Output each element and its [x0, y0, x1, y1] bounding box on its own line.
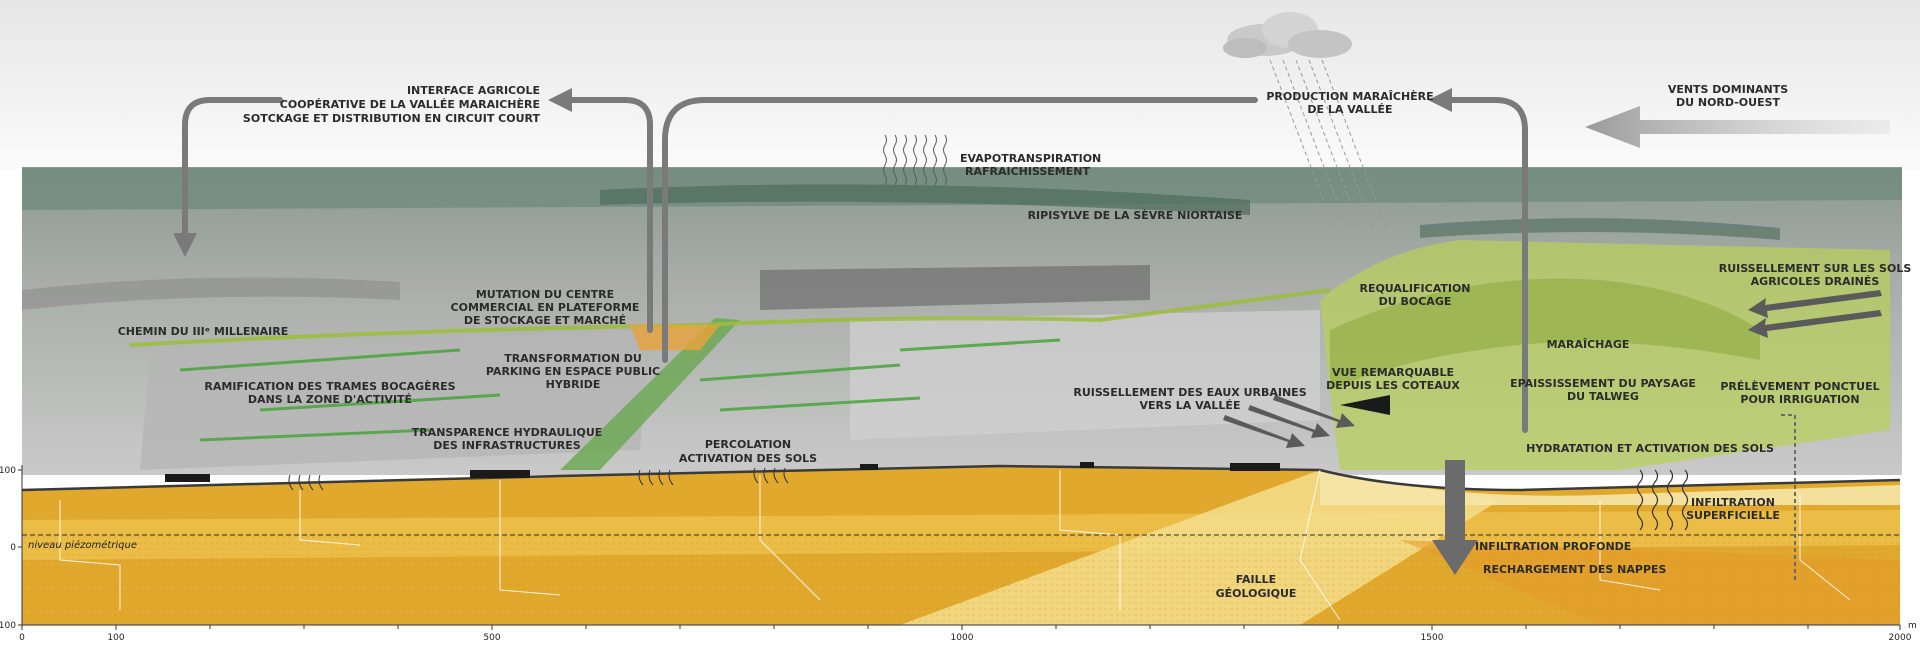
label-ripisylve: RIPISYLVE DE LA SÈVRE NIORTAISE: [1028, 209, 1243, 222]
label-requal-1: REQUALIFICATION: [1359, 282, 1470, 295]
label-interface-2: COOPÉRATIVE DE LA VALLÉE MARAICHÈRE: [280, 98, 540, 111]
label-infil-prof: INFILTRATION PROFONDE: [1475, 540, 1631, 553]
viewpoint-marker-icon: [1340, 395, 1390, 415]
x-tick-2000: 2000: [1889, 633, 1912, 643]
label-transfo-3: HYBRIDE: [546, 378, 601, 391]
label-vents-1: VENTS DOMINANTS: [1668, 83, 1788, 96]
label-epais-1: EPAISSISSEMENT DU PAYSAGE: [1510, 377, 1696, 390]
label-recharge: RECHARGEMENT DES NAPPES: [1483, 563, 1667, 576]
x-tick-0: 0: [19, 633, 25, 643]
y-tick-minus-100: -100: [0, 621, 16, 631]
label-infil-sup-2: SUPERFICIELLE: [1686, 509, 1780, 522]
x-tick-1500: 1500: [1421, 633, 1444, 643]
label-prelev-1: PRÉLÈVEMENT PONCTUEL: [1720, 380, 1879, 393]
building-footprints: [165, 462, 1280, 482]
x-tick-1000: 1000: [951, 633, 974, 643]
label-mutation-2: COMMERCIAL EN PLATEFORME: [451, 301, 640, 314]
label-evapo-1: EVAPOTRANSPIRATION: [960, 152, 1101, 165]
label-transp-1: TRANSPARENCE HYDRAULIQUE: [412, 426, 603, 439]
label-interface-1: INTERFACE AGRICOLE: [407, 84, 540, 97]
label-requal-2: DU BOCAGE: [1379, 295, 1452, 308]
x-tick-500: 500: [483, 633, 500, 643]
runoff-arrows: [1223, 290, 1882, 448]
irrigation-pump-arrow: [1780, 414, 1796, 580]
label-faille-2: GÉOLOGIQUE: [1216, 587, 1297, 600]
label-ruiss-agri-1: RUISSELLEMENT SUR LES SOLS: [1719, 262, 1912, 275]
label-interface-3: SOTCKAGE ET DISTRIBUTION EN CIRCUIT COUR…: [243, 112, 541, 125]
label-mutation-3: DE STOCKAGE ET MARCHÉ: [464, 314, 626, 327]
label-infil-sup-1: INFILTRATION: [1691, 496, 1775, 509]
label-vents-2: DU NORD-OUEST: [1676, 96, 1781, 109]
x-tick-100: 100: [107, 633, 124, 643]
label-maraichage: MARAÎCHAGE: [1547, 338, 1630, 351]
talweg-band: [1330, 278, 1760, 390]
label-percol-2: ACTIVATION DES SOLS: [679, 452, 817, 465]
label-vue-1: VUE REMARQUABLE: [1332, 366, 1454, 379]
wind-arrow-icon: [1585, 106, 1890, 148]
label-faille-1: FAILLE: [1236, 573, 1276, 586]
label-percol-1: PERCOLATION: [705, 438, 791, 451]
label-epais-2: DU TALWEG: [1567, 390, 1639, 403]
section-axes: 100 0 -100 0 100: [0, 465, 1917, 643]
percolation-icon: [288, 467, 789, 491]
sky: [0, 0, 1920, 170]
superficial-infiltration-icon: [1636, 469, 1689, 531]
y-tick-100: 100: [0, 466, 16, 476]
label-piezometric-level: niveau piézométrique: [28, 539, 137, 551]
label-ruiss-urb-2: VERS LA VALLÉE: [1140, 399, 1241, 412]
rain-cloud-icon: [1223, 12, 1388, 231]
infiltration-arrow-icon: [1432, 460, 1478, 575]
label-ruiss-urb-1: RUISSELLEMENT DES EAUX URBAINES: [1073, 386, 1306, 399]
label-production-1: PRODUCTION MARAÎCHÈRE: [1266, 90, 1433, 103]
label-evapo-2: RAFRAICHISSEMENT: [965, 165, 1090, 178]
label-hydrat: HYDRATATION ET ACTIVATION DES SOLS: [1526, 442, 1774, 455]
soil-section: [21, 464, 1901, 625]
y-tick-0: 0: [10, 543, 16, 553]
label-production-2: DE LA VALLÉE: [1307, 103, 1392, 116]
label-ramif-1: RAMIFICATION DES TRAMES BOCAGÈRES: [204, 380, 455, 393]
label-mutation-1: MUTATION DU CENTRE: [476, 288, 614, 301]
label-chemin: CHEMIN DU IIIᵉ MILLENAIRE: [118, 325, 289, 338]
label-transfo-1: TRANSFORMATION DU: [504, 352, 642, 365]
circuit-arrows: [173, 88, 1528, 433]
label-vue-2: DEPUIS LES COTEAUX: [1326, 379, 1460, 392]
label-ruiss-agri-2: AGRICOLES DRAINÉS: [1751, 275, 1880, 288]
label-prelev-2: POUR IRRIGUATION: [1740, 393, 1859, 406]
label-transp-2: DES INFRASTRUCTURES: [433, 439, 581, 452]
x-axis-unit: m: [1908, 621, 1917, 631]
label-transfo-2: PARKING EN ESPACE PUBLIC: [486, 365, 660, 378]
evapotranspiration-icon: [883, 134, 947, 186]
label-ramif-2: DANS LA ZONE D'ACTIVITÉ: [248, 393, 412, 406]
annotations: INTERFACE AGRICOLE COOPÉRATIVE DE LA VAL…: [28, 83, 1911, 600]
